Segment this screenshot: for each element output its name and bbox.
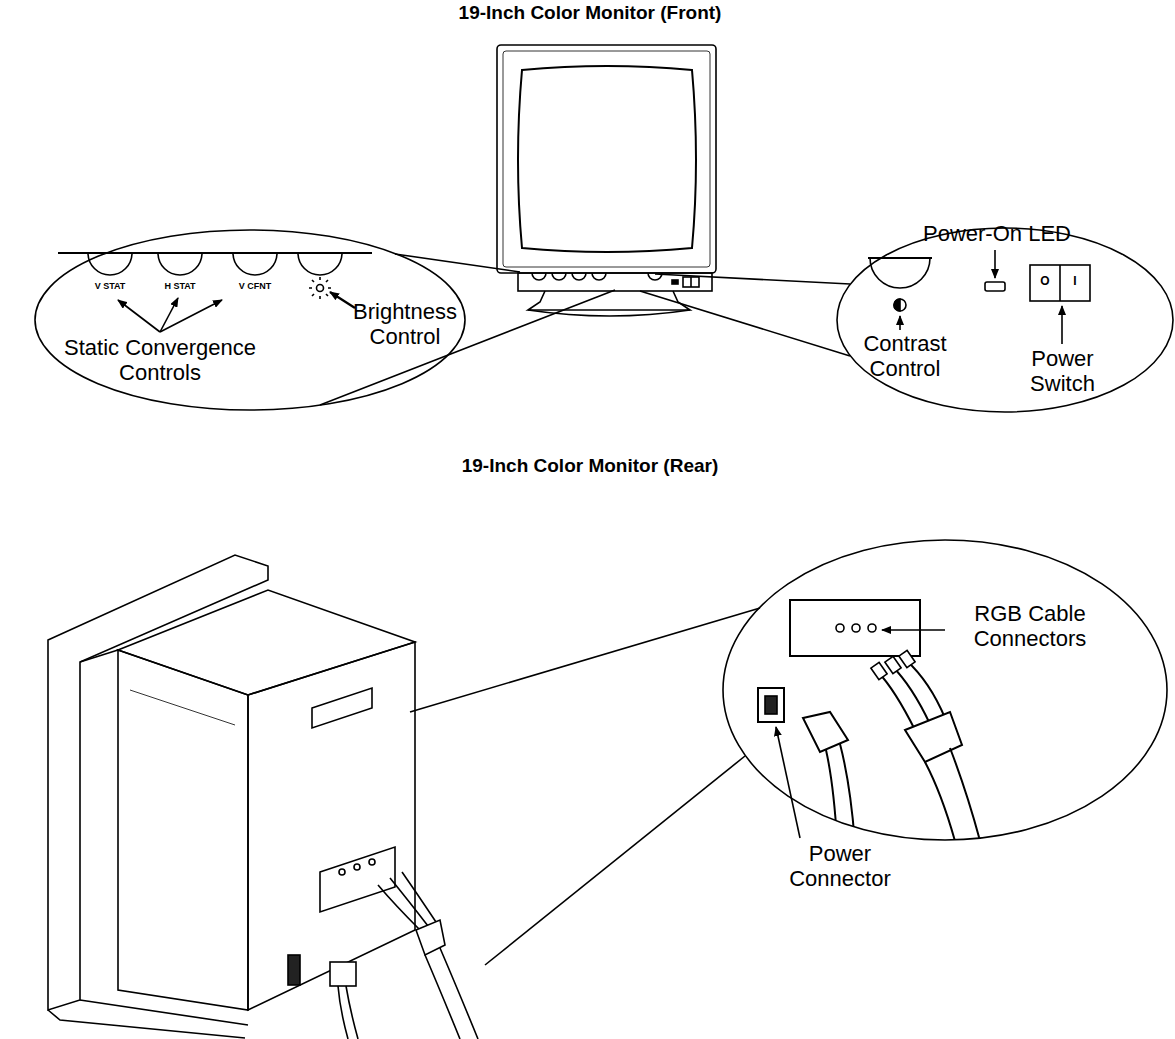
control-label: H STAT xyxy=(145,281,215,291)
switch-symbol: O xyxy=(1031,275,1059,288)
control-label: V STAT xyxy=(75,281,145,291)
title: 19-Inch Color Monitor (Rear) xyxy=(390,455,790,476)
part-label: Static Convergence Controls xyxy=(45,336,275,385)
part-label: Power Switch xyxy=(1005,347,1120,396)
switch-symbol: I xyxy=(1061,275,1089,288)
part-label: RGB Cable Connectors xyxy=(945,602,1115,651)
title: 19-Inch Color Monitor (Front) xyxy=(390,2,790,23)
part-label: Power Connector xyxy=(765,842,915,891)
part-label: Contrast Control xyxy=(845,332,965,381)
control-label: V CFNT xyxy=(220,281,290,291)
part-label: Power-On LED xyxy=(912,222,1082,247)
part-label: Brightness Control xyxy=(340,300,470,349)
